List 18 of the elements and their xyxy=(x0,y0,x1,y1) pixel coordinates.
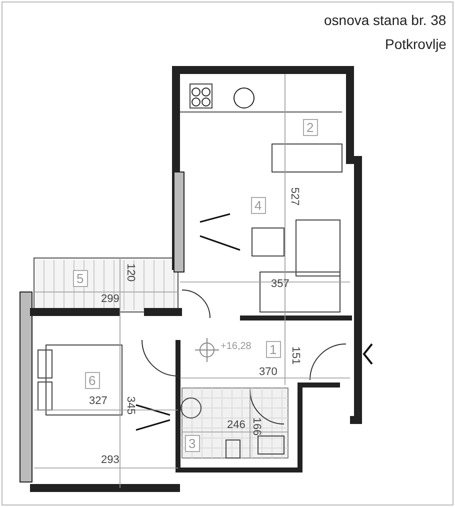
dimension-label: 345 xyxy=(124,396,136,414)
plan-title: osnova stana br. 38 xyxy=(324,13,446,27)
dimension-label: 166 xyxy=(250,416,262,436)
dimension-label: 151 xyxy=(290,346,301,364)
dimension-label: 527 xyxy=(288,186,300,206)
dimension-label: 246 xyxy=(227,420,246,430)
dimension-label: 120 xyxy=(124,262,136,282)
level-label: +16,28 xyxy=(220,342,252,352)
dimension-label: 370 xyxy=(259,366,278,378)
room-number: 4 xyxy=(250,196,266,214)
room-number: 6 xyxy=(84,372,100,388)
floor-label: Potkrovlje xyxy=(385,37,446,51)
room-number: 1 xyxy=(266,340,281,358)
dimension-label: 299 xyxy=(101,294,120,304)
dimension-label: 327 xyxy=(89,396,108,406)
dimension-label: 357 xyxy=(271,278,290,290)
dimension-label: 293 xyxy=(101,454,120,466)
room-number: 2 xyxy=(302,118,318,136)
